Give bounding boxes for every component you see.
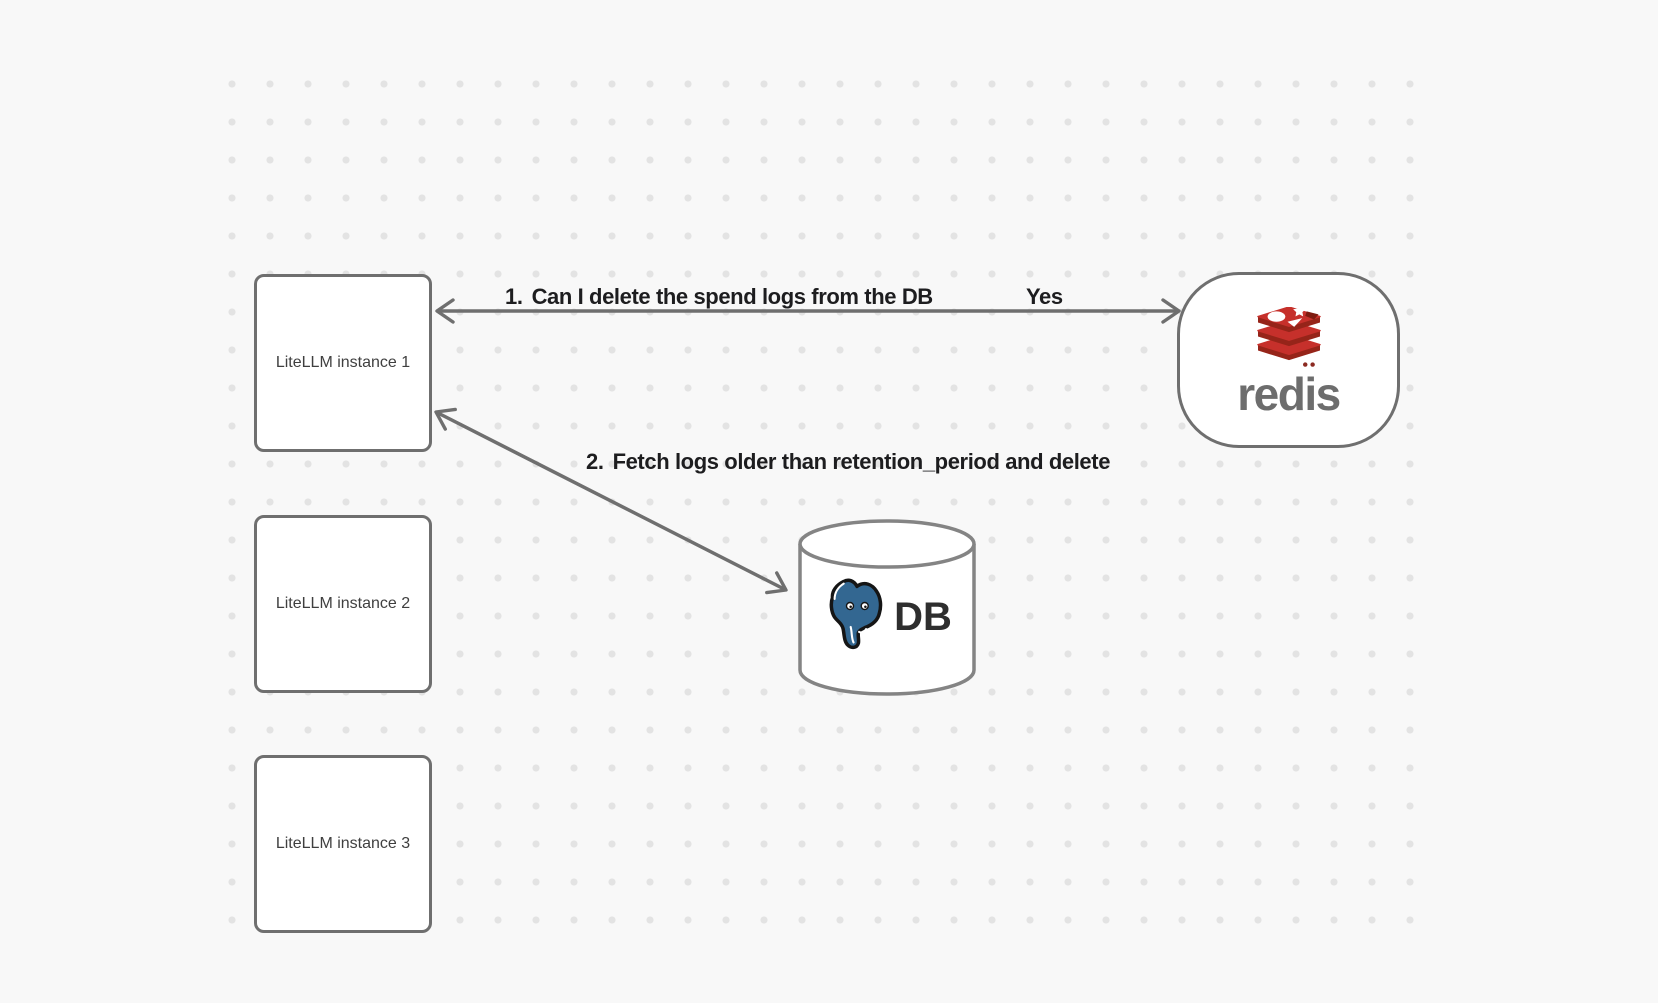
step2-annotation: 2. Fetch logs older than retention_perio…: [586, 450, 1110, 474]
node-litellm-instance-2[interactable]: LiteLLM instance 2: [254, 515, 432, 693]
redis-wordmark: redis: [1237, 368, 1341, 420]
step2-text: Fetch logs older than retention_period a…: [612, 449, 1111, 474]
node-label: LiteLLM instance 3: [275, 835, 411, 852]
step1-text: Can I delete the spend logs from the DB: [531, 284, 934, 309]
node-litellm-instance-1[interactable]: LiteLLM instance 1: [254, 274, 432, 452]
step1-number: 1.: [505, 284, 523, 309]
node-label: LiteLLM instance 1: [275, 354, 411, 371]
instance1-db-arrow[interactable]: [434, 407, 788, 595]
db-label: DB: [894, 594, 952, 639]
step2-number: 2.: [586, 449, 604, 474]
node-label: LiteLLM instance 2: [275, 595, 411, 612]
node-redis[interactable]: redis: [1177, 272, 1400, 448]
node-postgres-db[interactable]: DB: [796, 518, 978, 700]
node-litellm-instance-3[interactable]: LiteLLM instance 3: [254, 755, 432, 933]
step1-annotation: 1. Can I delete the spend logs from the …: [505, 285, 933, 309]
postgresql-elephant-icon: [829, 578, 883, 650]
redis-logo-icon: [1256, 307, 1321, 367]
step1-answer: Yes: [1026, 284, 1063, 309]
